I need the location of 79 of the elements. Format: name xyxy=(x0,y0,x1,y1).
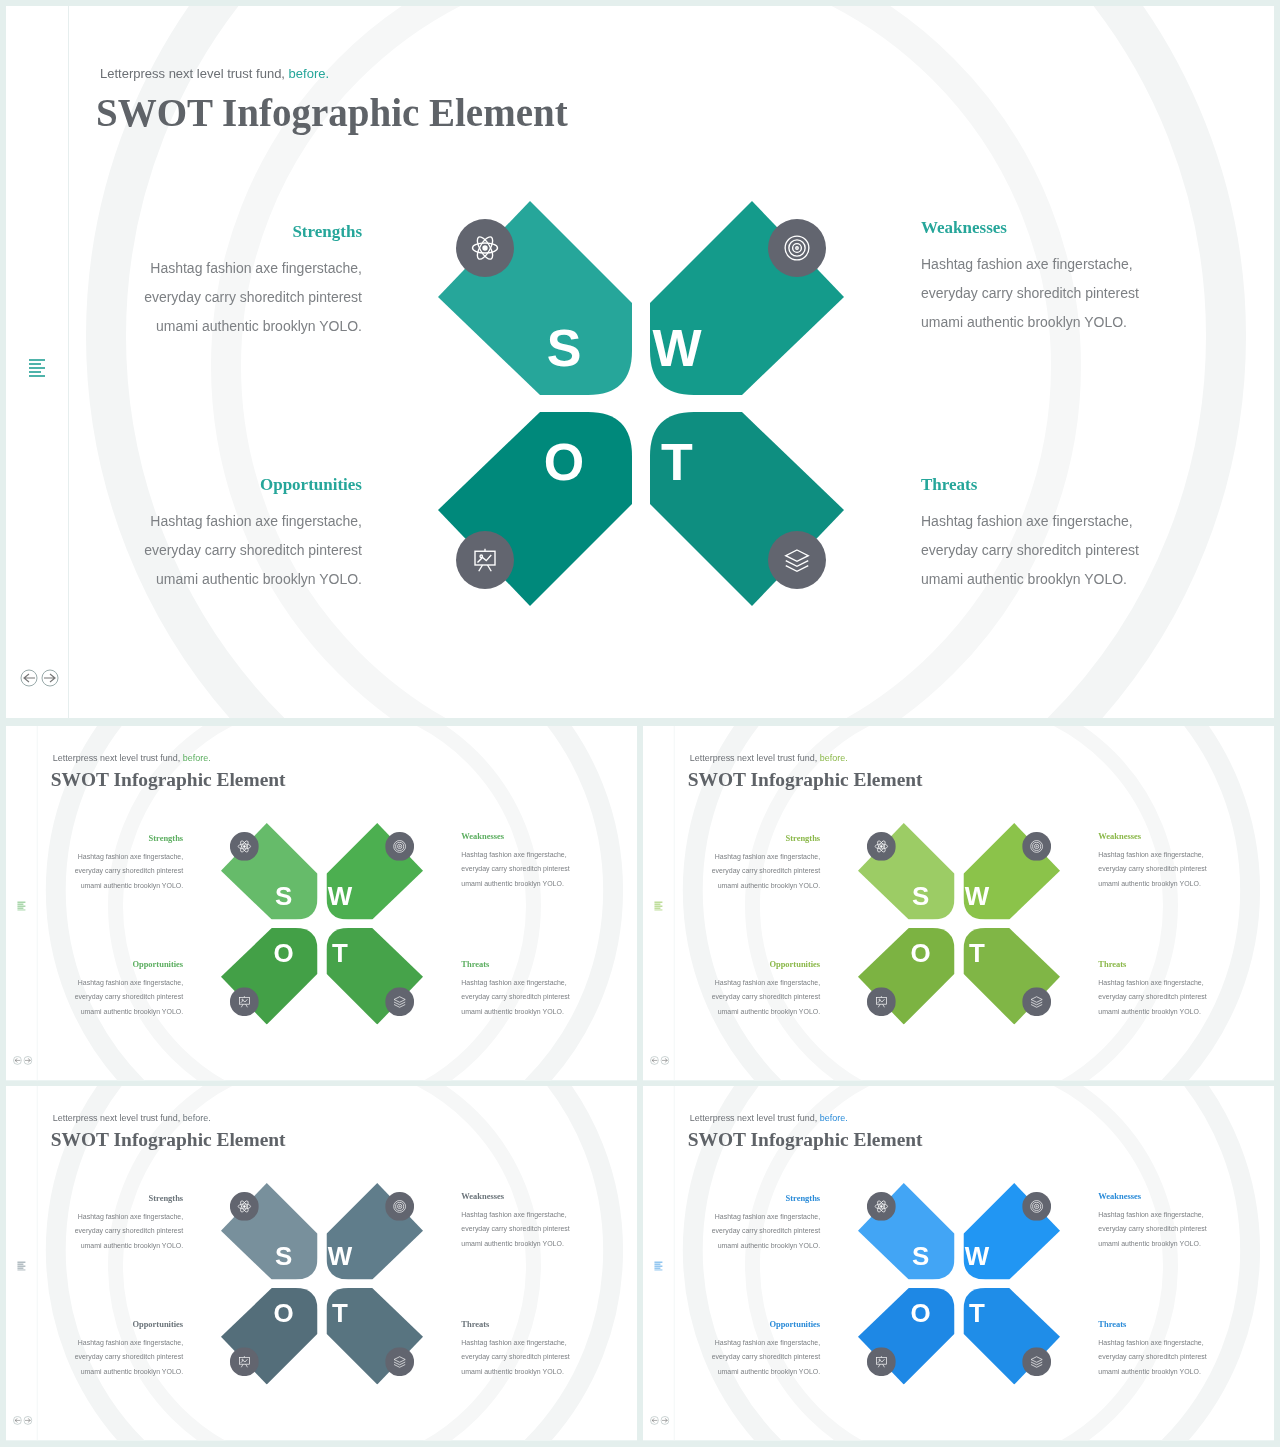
swot-petal xyxy=(963,1183,1060,1280)
subtitle-text: Letterpress next level trust fund, xyxy=(52,1112,181,1123)
swot-petal xyxy=(650,201,844,395)
petal-letter: T xyxy=(968,940,986,966)
quadrant-heading: Strengths xyxy=(785,833,821,844)
petal-letter: O xyxy=(272,1300,295,1326)
subtitle-text: Letterpress next level trust fund, xyxy=(52,752,181,763)
subtitle-highlight: before. xyxy=(182,1112,211,1123)
petal-letter: T xyxy=(660,436,694,488)
petal-letter: W xyxy=(651,322,703,374)
petal-letter: W xyxy=(326,1243,354,1270)
swot-petal xyxy=(438,201,632,395)
quadrant-description: Hashtag fashion axe fingerstache, everyday carry shoreditch pinterest umami authentic brooklyn YOLO. xyxy=(143,259,362,336)
petal-letter: T xyxy=(331,940,349,966)
swot-petal xyxy=(650,412,844,606)
petal-letter: S xyxy=(911,883,931,910)
quadrant-description: Hashtag fashion axe fingerstache, everyday carry shoreditch pinterest umami authentic brooklyn YOLO. xyxy=(921,255,1140,332)
swot-petal xyxy=(858,823,955,920)
quadrant-heading: Strengths xyxy=(292,222,362,242)
petal-letter: T xyxy=(331,1300,349,1326)
quadrant-heading: Opportunities xyxy=(769,1319,821,1330)
swot-petal xyxy=(963,823,1060,920)
petal-letter: O xyxy=(542,436,586,488)
swot-petal xyxy=(221,1183,318,1280)
swot-petal xyxy=(326,823,423,920)
petal-letter: O xyxy=(272,940,295,966)
slide-title: SWOT Infographic Element xyxy=(96,90,568,135)
subtitle-text: Letterpress next level trust fund, xyxy=(100,66,285,81)
swot-petal xyxy=(438,412,632,606)
swot-petal xyxy=(858,1288,955,1385)
swot-petal xyxy=(326,928,423,1025)
quadrant-description: Hashtag fashion axe fingerstache, everyday carry shoreditch pinterest umami authentic brooklyn YOLO. xyxy=(143,512,362,589)
slide-title: SWOT Infographic Element xyxy=(687,767,923,791)
quadrant-heading: Strengths xyxy=(148,1193,184,1204)
quadrant-heading: Opportunities xyxy=(259,475,362,495)
quadrant-heading: Weaknesses xyxy=(461,1191,505,1202)
quadrant-heading: Threats xyxy=(461,1319,490,1330)
petal-letter: S xyxy=(911,1243,931,1270)
quadrant-heading: Opportunities xyxy=(132,959,184,970)
swot-petal xyxy=(858,1183,955,1280)
quadrant-heading: Threats xyxy=(921,475,978,495)
slide-title: SWOT Infographic Element xyxy=(50,767,286,791)
subtitle-highlight: before. xyxy=(819,752,848,763)
petal-letter: O xyxy=(909,1300,932,1326)
petal-letter: T xyxy=(968,1300,986,1326)
subtitle-highlight: before. xyxy=(288,66,330,81)
petal-letter: W xyxy=(963,1243,991,1270)
swot-petal xyxy=(326,1183,423,1280)
quadrant-heading: Threats xyxy=(461,959,490,970)
quadrant-description: Hashtag fashion axe fingerstache, everyday carry shoreditch pinterest umami authentic brooklyn YOLO. xyxy=(921,512,1140,589)
quadrant-heading: Weaknesses xyxy=(1098,1191,1142,1202)
slide-title: SWOT Infographic Element xyxy=(50,1127,286,1151)
quadrant-heading: Strengths xyxy=(785,1193,821,1204)
swot-petal xyxy=(963,928,1060,1025)
quadrant-heading: Opportunities xyxy=(132,1319,184,1330)
swot-petal xyxy=(326,1288,423,1385)
petal-letter: S xyxy=(274,1243,294,1270)
quadrant-heading: Threats xyxy=(1098,1319,1127,1330)
quadrant-heading: Weaknesses xyxy=(1098,831,1142,842)
petal-letter: O xyxy=(909,940,932,966)
subtitle-text: Letterpress next level trust fund, xyxy=(689,752,818,763)
petal-letter: W xyxy=(963,883,991,910)
swot-petal xyxy=(221,928,318,1025)
quadrant-heading: Opportunities xyxy=(769,959,821,970)
swot-petal xyxy=(858,928,955,1025)
swot-petal xyxy=(963,1288,1060,1385)
petal-letter: S xyxy=(274,883,294,910)
quadrant-heading: Strengths xyxy=(148,833,184,844)
slide-title: SWOT Infographic Element xyxy=(687,1127,923,1151)
quadrant-heading: Weaknesses xyxy=(461,831,505,842)
subtitle-text: Letterpress next level trust fund, xyxy=(689,1112,818,1123)
subtitle-highlight: before. xyxy=(182,752,211,763)
subtitle-highlight: before. xyxy=(819,1112,848,1123)
petal-letter: S xyxy=(545,322,583,374)
quadrant-heading: Threats xyxy=(1098,959,1127,970)
petal-letter: W xyxy=(326,883,354,910)
swot-petal xyxy=(221,823,318,920)
swot-petal xyxy=(221,1288,318,1385)
quadrant-heading: Weaknesses xyxy=(921,218,1007,238)
